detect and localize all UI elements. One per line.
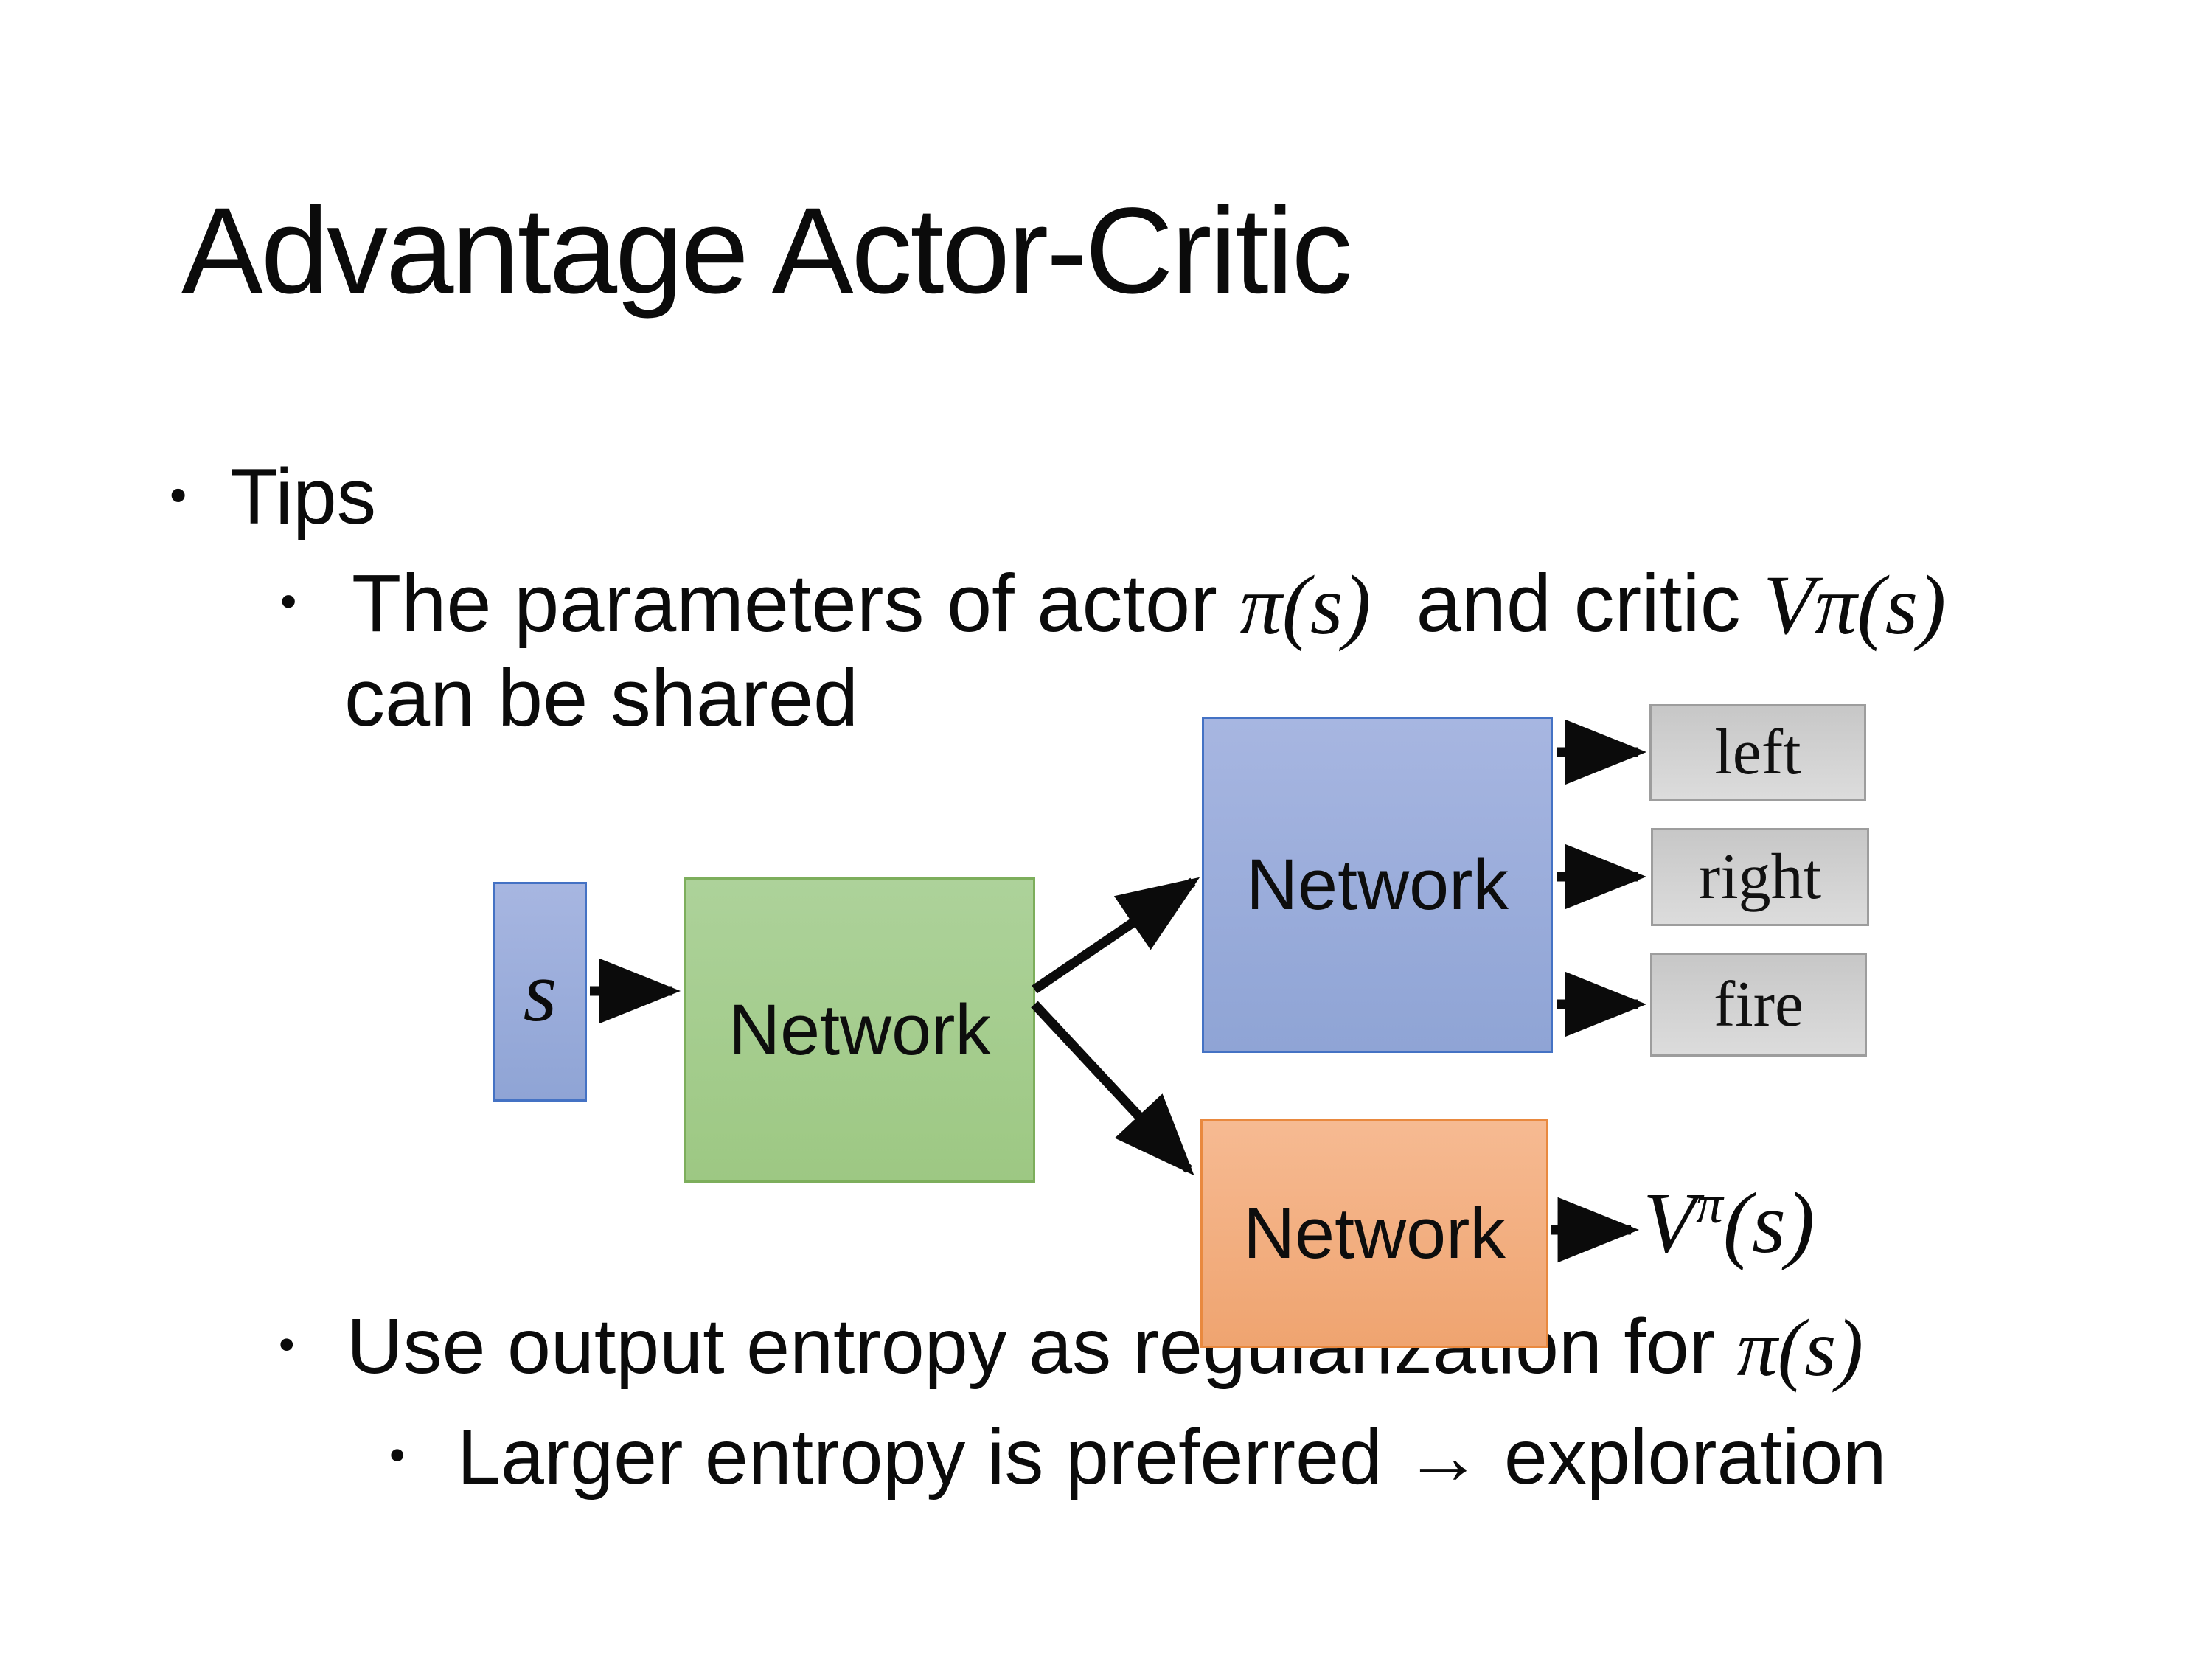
- state-label: s: [523, 943, 557, 1040]
- action-left-label: left: [1714, 717, 1801, 788]
- bullet-dot-icon: •: [280, 574, 297, 628]
- math-v-superscript-pi: π: [1815, 558, 1857, 652]
- math-v-symbol: V: [1763, 558, 1815, 652]
- bullet-dot-icon: •: [170, 467, 187, 523]
- tips-label: Tips: [230, 452, 377, 540]
- critic-network-box: Network: [1200, 1119, 1548, 1348]
- bullet-larger-entropy: •Larger entropy is preferred → explorati…: [389, 1418, 1886, 1496]
- value-v-symbol: V: [1643, 1175, 1697, 1271]
- state-input-box: s: [493, 882, 587, 1102]
- shared-network-label: Network: [728, 990, 991, 1070]
- actor-network-label: Network: [1246, 844, 1509, 925]
- arrow-shared-to-actor: [1032, 877, 1200, 994]
- actor-network-box: Network: [1202, 717, 1553, 1053]
- bullet-dot-icon: •: [279, 1318, 295, 1370]
- arrow-shared-to-critic: [1031, 1001, 1194, 1176]
- value-superscript-pi: π: [1696, 1174, 1723, 1234]
- value-args: (s): [1722, 1175, 1815, 1271]
- math-pi-s: π(s): [1736, 1303, 1864, 1393]
- action-fire-label: fire: [1713, 969, 1804, 1040]
- value-function-formula: Vπ(s): [1643, 1178, 1815, 1354]
- action-box-left: left: [1649, 704, 1866, 801]
- bullet-tips: •Tips: [170, 457, 376, 536]
- can-be-shared-text: can be shared: [344, 653, 859, 743]
- bullet-dot-icon: •: [389, 1429, 406, 1481]
- shared-network-box: Network: [684, 877, 1035, 1183]
- action-box-fire: fire: [1650, 953, 1867, 1057]
- parameters-text: The parameters of actor: [352, 558, 1240, 649]
- larger-entropy-text: Larger entropy is preferred → exploratio…: [457, 1413, 1887, 1500]
- parameters-mid-text: and critic: [1371, 558, 1764, 649]
- bullet-entropy: •Use output entropy as regularization fo…: [279, 1307, 1863, 1388]
- math-v-args: (s): [1857, 558, 1947, 652]
- bullet-parameters-line1: •The parameters of actor π(s) and critic…: [280, 563, 1946, 647]
- action-box-right: right: [1651, 828, 1869, 926]
- critic-network-label: Network: [1243, 1193, 1506, 1273]
- math-pi-s: π(s): [1239, 558, 1371, 652]
- slide-title: Advantage Actor-Critic: [181, 183, 1352, 319]
- action-right-label: right: [1698, 841, 1822, 913]
- bullet-parameters-line2: can be shared: [344, 658, 858, 739]
